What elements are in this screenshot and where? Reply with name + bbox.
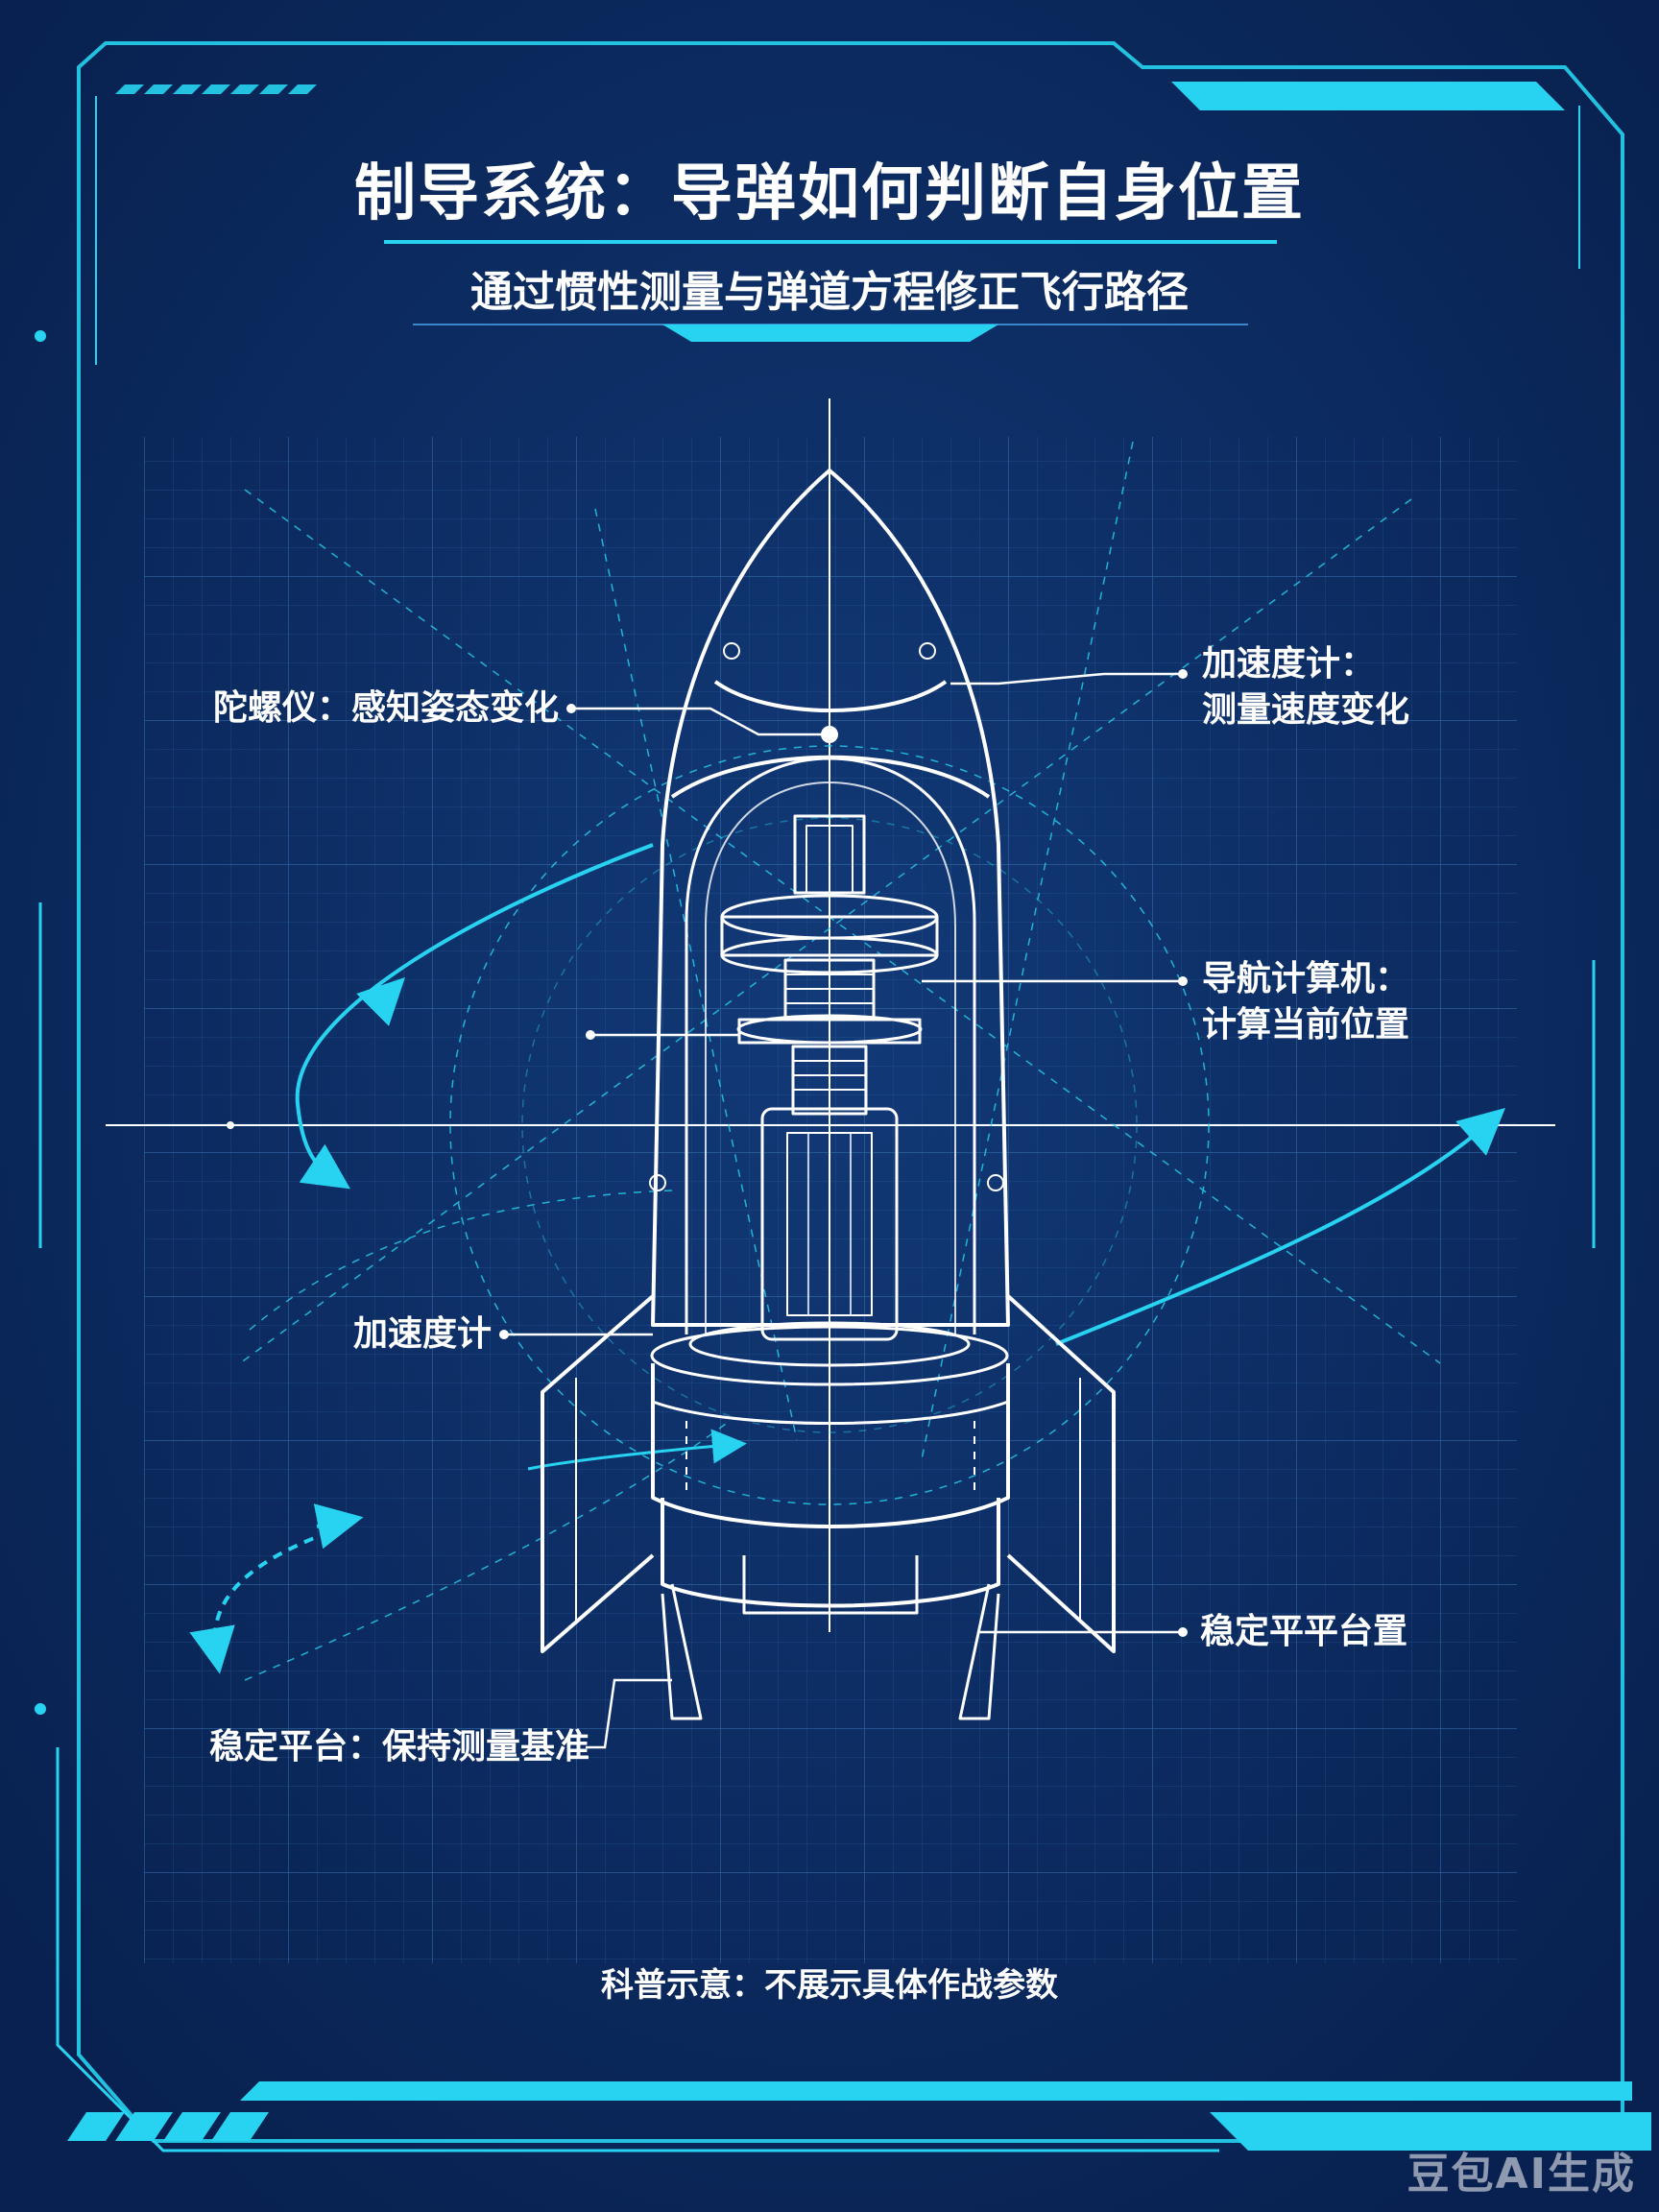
title-underline xyxy=(384,240,1277,342)
callout-nav-computer: 导航计算机： 计算当前位置 xyxy=(1202,956,1409,1048)
callout-stable-platform-right: 稳定平平台置 xyxy=(1200,1612,1408,1651)
footnote: 科普示意：不展示具体作战参数 xyxy=(601,1966,1058,2005)
callout-nav-computer-line1: 导航计算机： xyxy=(1202,959,1410,998)
callout-accelerometer-left: 加速度计 xyxy=(353,1314,493,1354)
page-title: 制导系统：导弹如何判断自身位置 xyxy=(354,158,1305,229)
trajectory-arrows xyxy=(189,843,1505,1674)
callout-accelerometer-top: 加速度计： 测量速度变化 xyxy=(1202,641,1409,733)
callout-stable-platform-left: 稳定平台：保持测量基准 xyxy=(209,1727,590,1767)
page-subtitle: 通过惯性测量与弹道方程修正飞行路径 xyxy=(470,268,1189,317)
callout-nav-computer-line2: 计算当前位置 xyxy=(1202,1005,1410,1045)
leader-dots xyxy=(227,669,1188,1637)
callout-gyroscope: 陀螺仪：感知姿态变化 xyxy=(213,688,560,728)
missile-body xyxy=(541,469,1116,1720)
hud-accents xyxy=(35,82,1651,2151)
leader-lines xyxy=(504,672,1181,1749)
guide-dashes xyxy=(239,441,1441,1681)
callout-accelerometer-top-line2: 测量速度变化 xyxy=(1202,690,1410,730)
hud-frame xyxy=(38,41,1624,2152)
callout-accelerometer-top-line1: 加速度计： xyxy=(1202,644,1376,684)
watermark: 豆包AI生成 xyxy=(1407,2150,1636,2199)
